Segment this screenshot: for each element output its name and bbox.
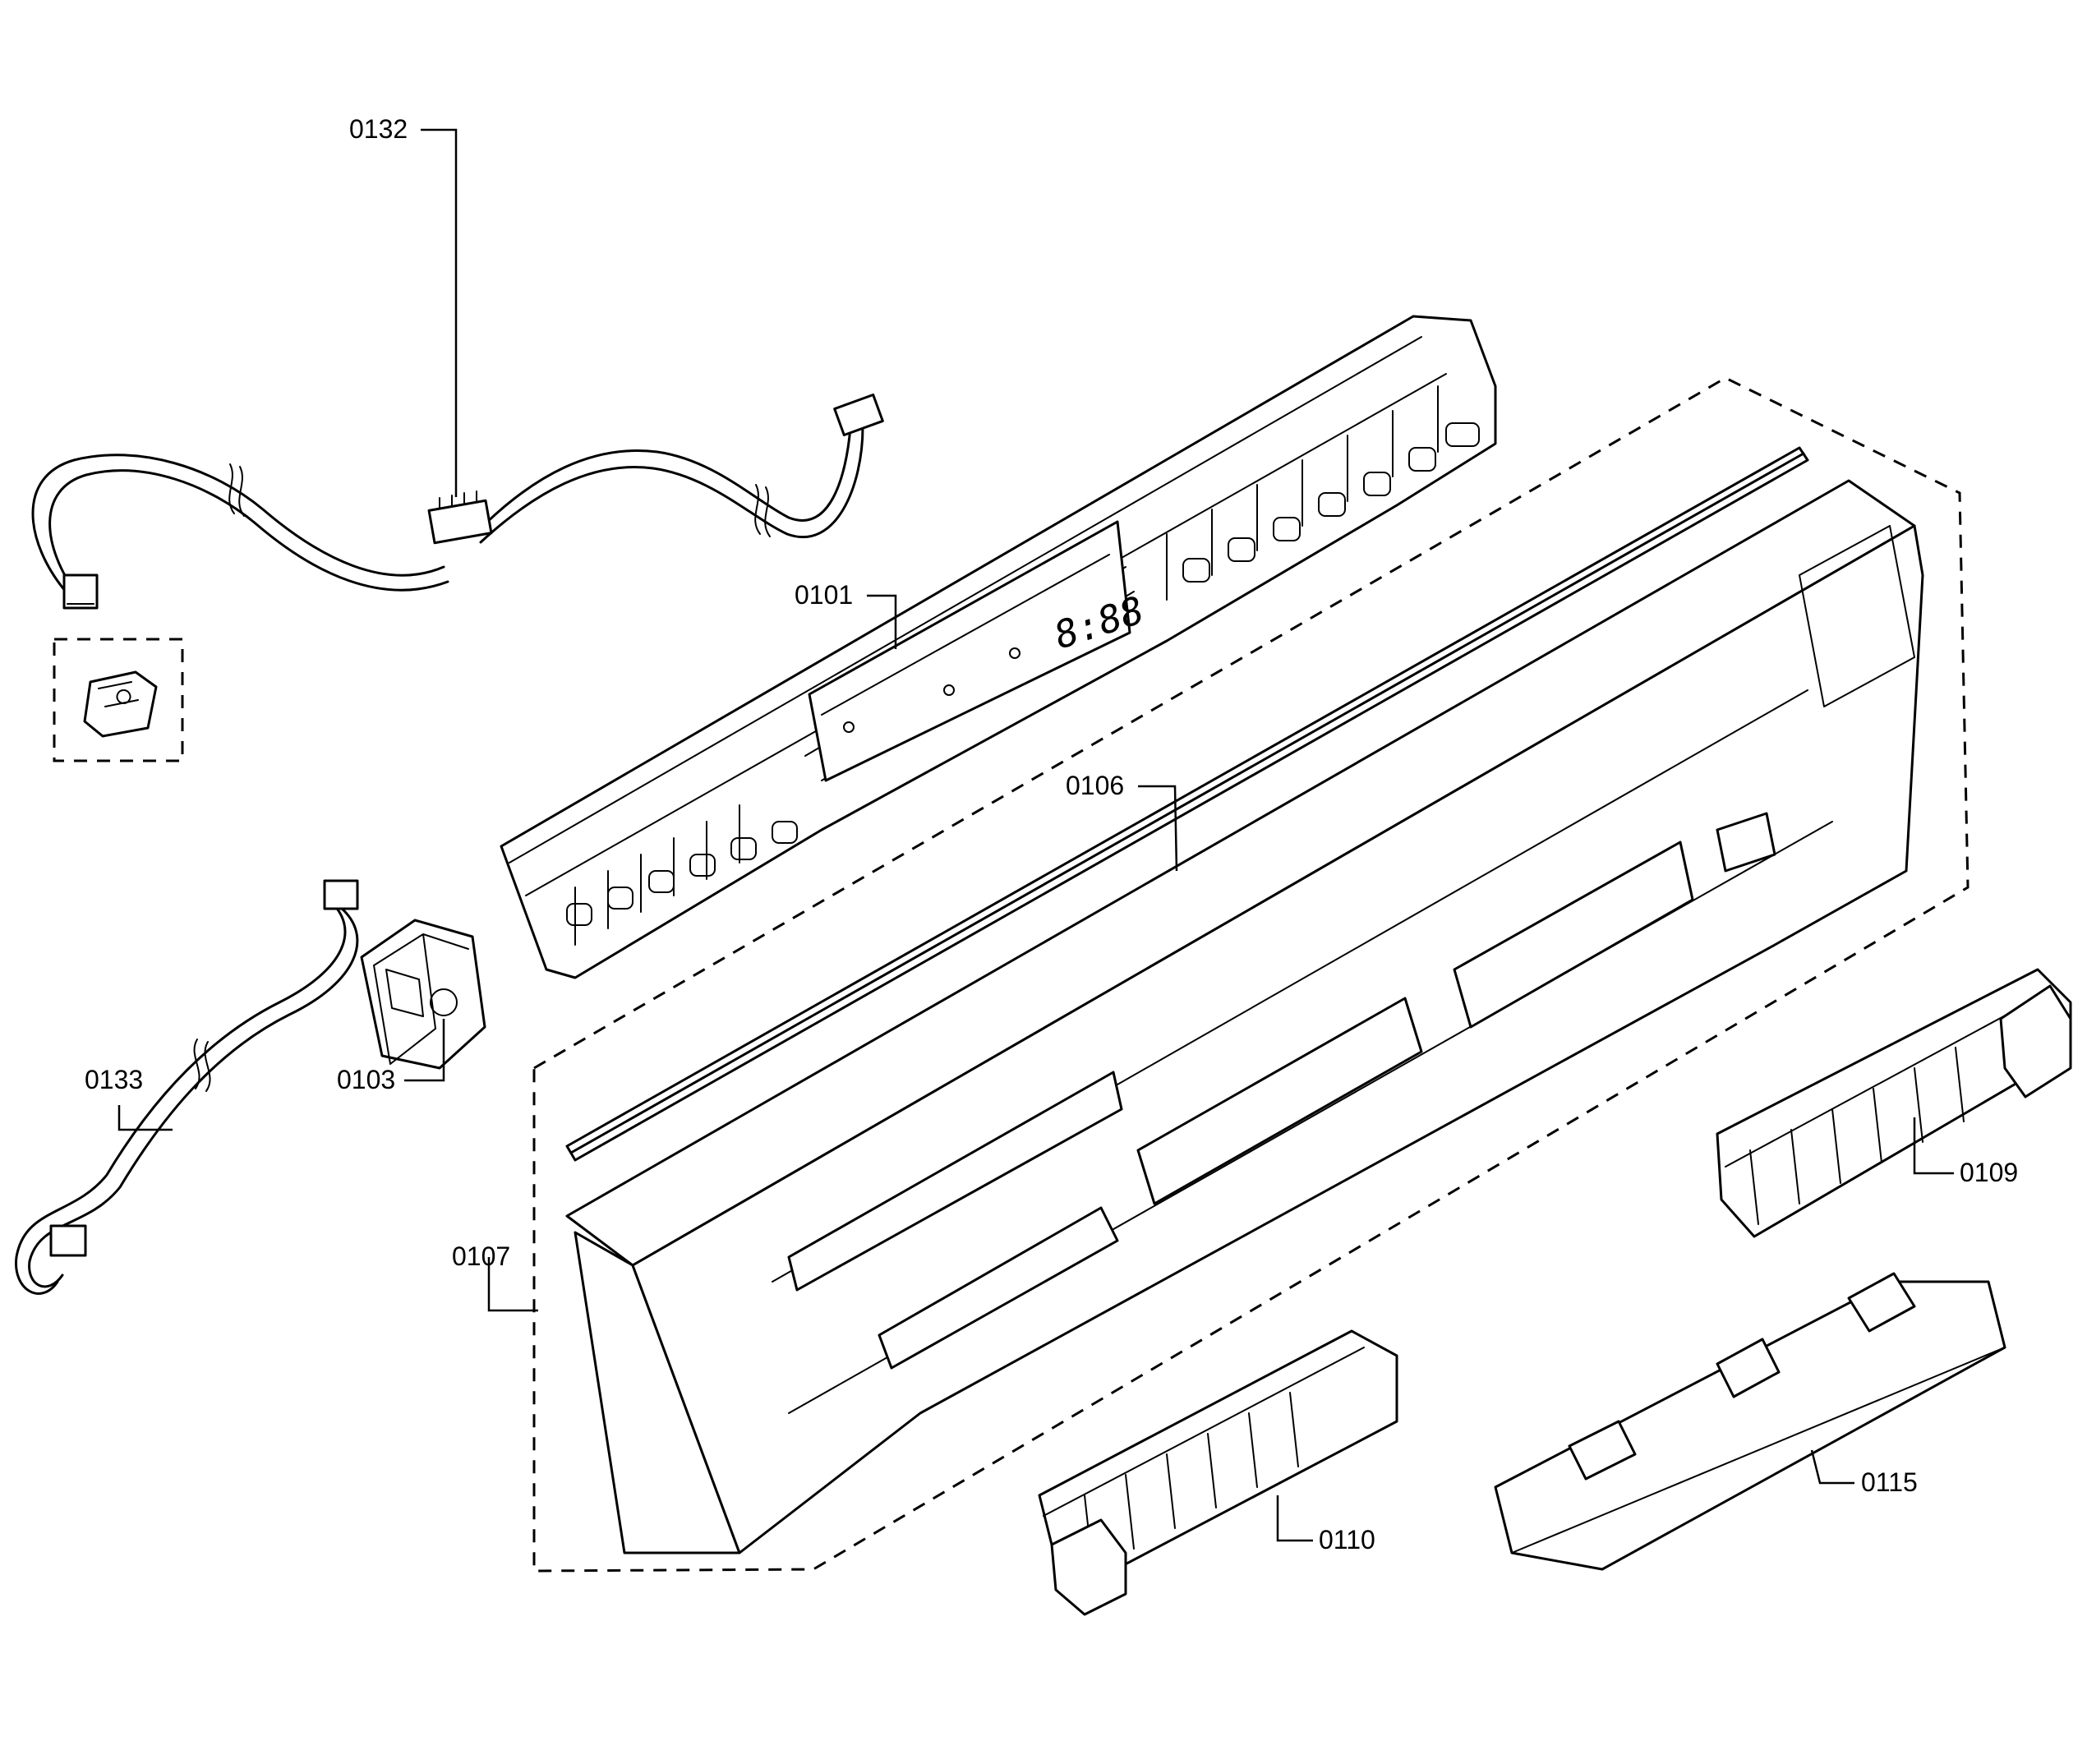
- part-0110-button-set[interactable]: [1038, 1329, 1398, 1616]
- part-0101-control-panel[interactable]: 8:88: [500, 315, 1497, 979]
- wire-harness-0132[interactable]: [31, 393, 884, 610]
- part-0115-cover[interactable]: [1494, 1272, 2006, 1571]
- callout-0101: 0101: [795, 580, 853, 610]
- callout-leaders: [117, 128, 1954, 1542]
- assembly-boundary: [532, 376, 1970, 1573]
- part-0106-gasket-strip[interactable]: [565, 446, 1809, 1162]
- callout-0103: 0103: [337, 1065, 395, 1094]
- callout-0106: 0106: [1066, 771, 1124, 800]
- callout-0109: 0109: [1960, 1158, 2018, 1187]
- part-0103-sensor[interactable]: [360, 919, 486, 1070]
- part-0109-button-set[interactable]: [1716, 968, 2072, 1238]
- part-0107-front-panel[interactable]: [565, 479, 1924, 1554]
- callout-0133: 0133: [85, 1065, 143, 1094]
- callout-labels: 0132 0101 0106 0133 0103 0107 0109 0110 …: [85, 114, 2018, 1554]
- callout-0110: 0110: [1319, 1525, 1375, 1554]
- callout-0132: 0132: [349, 114, 408, 144]
- callout-0107: 0107: [452, 1241, 510, 1271]
- connector-detail-inset: [53, 638, 184, 762]
- wire-harness-0133[interactable]: [15, 879, 359, 1295]
- callout-0115: 0115: [1861, 1467, 1918, 1497]
